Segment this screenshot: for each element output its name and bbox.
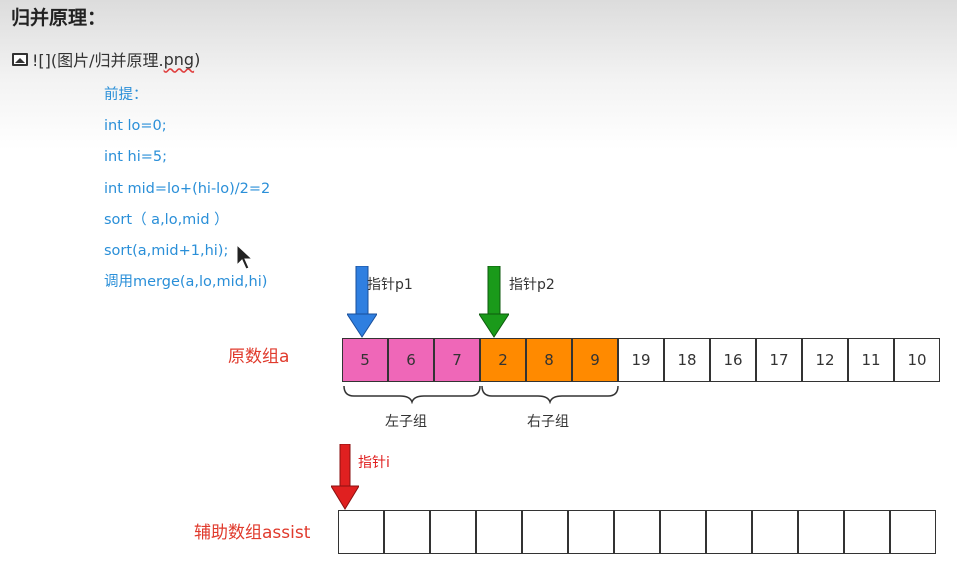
code-line: 调用merge(a,lo,mid,hi) — [104, 274, 268, 291]
assist-cell — [568, 510, 614, 554]
code-line: int mid=lo+(hi-lo)/2=2 — [104, 180, 271, 197]
assist-cell — [660, 510, 706, 554]
array-cell: 11 — [848, 338, 894, 382]
image-link-prefix: ![](图片/归并原理. — [32, 51, 164, 70]
mouse-cursor-icon — [236, 244, 254, 270]
array-cell: 19 — [618, 338, 664, 382]
assist-cell — [522, 510, 568, 554]
page-heading: 归并原理： — [11, 7, 107, 29]
array-cell: 8 — [526, 338, 572, 382]
original-array-label: 原数组a — [228, 347, 290, 367]
array-cell: 5 — [342, 338, 388, 382]
image-link-suffix: ) — [194, 49, 201, 69]
assist-array-label: 辅助数组assist — [194, 523, 311, 543]
code-line: int hi=5; — [104, 149, 167, 166]
array-cell: 17 — [756, 338, 802, 382]
assist-cell — [798, 510, 844, 554]
left-group-label: 左子组 — [385, 414, 427, 430]
image-icon — [12, 52, 28, 66]
array-cell: 16 — [710, 338, 756, 382]
array-cell: 2 — [480, 338, 526, 382]
code-line: sort(a,mid+1,hi); — [104, 242, 229, 259]
pointer-p2-arrow-icon — [479, 266, 509, 338]
right-group-brace-icon — [481, 385, 619, 404]
pointer-p2-label: 指针p2 — [509, 277, 555, 293]
pointer-p1-label: 指针p1 — [367, 277, 413, 293]
code-line: sort（ a,lo,mid ） — [104, 211, 229, 228]
assist-cell — [890, 510, 936, 554]
assist-cell — [752, 510, 798, 554]
array-cell: 12 — [802, 338, 848, 382]
code-block: 前提： int lo=0; int hi=5; int mid=lo+(hi-l… — [104, 84, 270, 302]
array-cell: 6 — [388, 338, 434, 382]
array-cell: 7 — [434, 338, 480, 382]
array-cell: 18 — [664, 338, 710, 382]
image-link-ext: png — [163, 49, 195, 69]
assist-cell — [706, 510, 752, 554]
assist-cell — [430, 510, 476, 554]
assist-cell — [614, 510, 660, 554]
pointer-i-arrow-icon — [331, 444, 359, 510]
assist-cell — [338, 510, 384, 554]
assist-cell — [384, 510, 430, 554]
right-group-label: 右子组 — [527, 414, 569, 430]
left-group-brace-icon — [343, 385, 481, 404]
code-line: int lo=0; — [104, 118, 167, 135]
pointer-p1-arrow-icon — [347, 266, 377, 338]
code-line: 前提： — [104, 87, 148, 103]
assist-cell — [844, 510, 890, 554]
array-cell: 9 — [572, 338, 618, 382]
image-markdown-line: ![](图片/归并原理.png) — [12, 47, 200, 71]
assist-cell — [476, 510, 522, 554]
pointer-i-label: 指针i — [358, 455, 390, 471]
array-cell: 10 — [894, 338, 940, 382]
